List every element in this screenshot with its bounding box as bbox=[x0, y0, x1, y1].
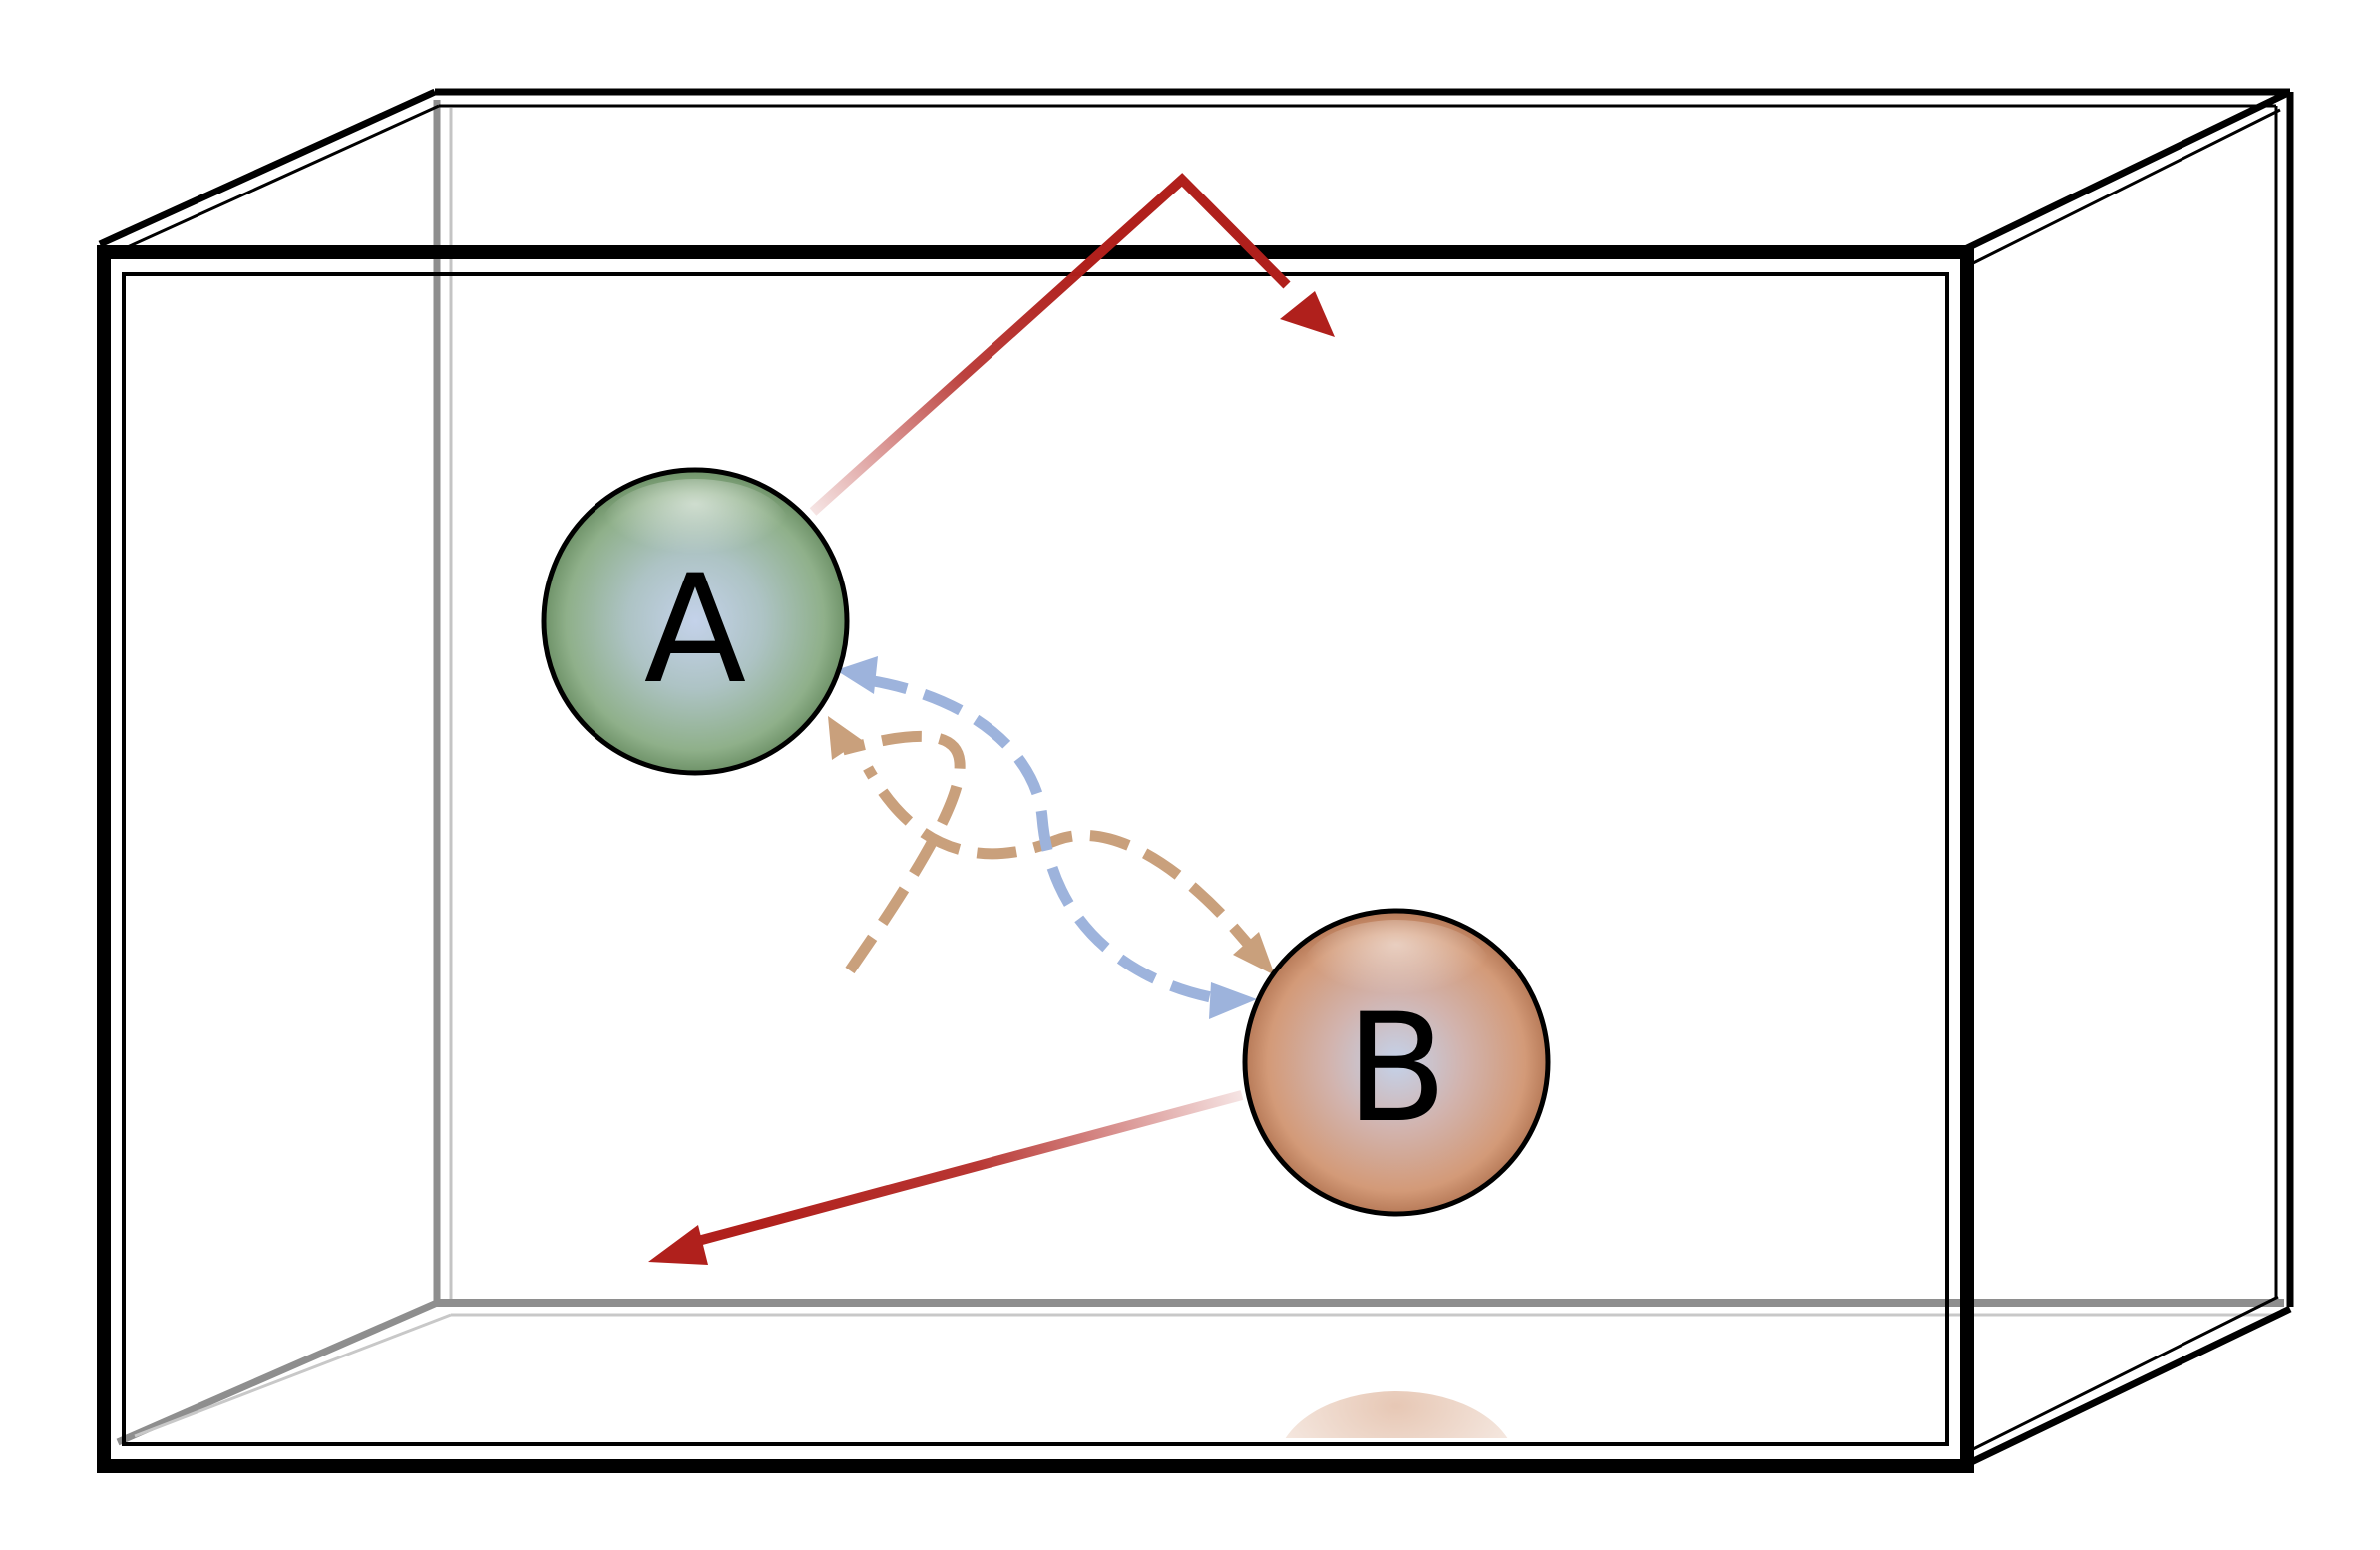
particle-b-reflection bbox=[1285, 1391, 1508, 1438]
particle-b-highlight bbox=[1302, 920, 1491, 1019]
box-front-edges bbox=[97, 88, 2294, 1473]
front-face-inner bbox=[122, 272, 1949, 1446]
top-left-depth-edge bbox=[98, 88, 437, 248]
bottom-right-depth-edge-inner bbox=[1966, 1295, 2279, 1454]
particle-b: B bbox=[1242, 908, 1551, 1217]
top-right-depth-edge bbox=[1963, 88, 2292, 253]
interaction-a-to-b-curve bbox=[867, 674, 1223, 1005]
trajectory-a-path bbox=[809, 173, 1291, 516]
top-right-depth-edge-inner bbox=[1968, 108, 2281, 267]
trajectory-a bbox=[809, 173, 1335, 516]
particle-a: A bbox=[541, 467, 850, 776]
trajectory-a-arrowhead bbox=[1280, 291, 1335, 337]
interaction-a-to-b bbox=[836, 656, 1257, 1019]
box-back-edges bbox=[116, 100, 2284, 1446]
interaction-b-to-a-head-a bbox=[828, 716, 862, 760]
bottom-left-depth-edge-inner bbox=[134, 1313, 452, 1438]
trajectory-b-path bbox=[696, 1090, 1244, 1246]
interaction-b-to-a-head-b bbox=[1233, 932, 1275, 975]
top-left-depth-edge-inner bbox=[109, 104, 440, 257]
interaction-b-to-a-curve bbox=[863, 765, 1264, 962]
particle-a-label: A bbox=[644, 544, 747, 717]
interaction-b-to-a-path bbox=[841, 730, 966, 974]
front-face-outer bbox=[97, 245, 1974, 1473]
particle-b-label: B bbox=[1346, 982, 1448, 1156]
trajectory-b bbox=[648, 1090, 1244, 1265]
particle-a-highlight bbox=[600, 479, 790, 579]
interaction-b-to-a bbox=[828, 716, 1275, 975]
trajectory-b-arrowhead bbox=[648, 1225, 708, 1265]
interaction-a-to-b-head-b bbox=[1209, 982, 1257, 1019]
interaction-a-to-b-head-a bbox=[836, 656, 878, 694]
bottom-right-depth-edge bbox=[1961, 1305, 2292, 1470]
bottom-left-depth-edge bbox=[116, 1299, 439, 1446]
